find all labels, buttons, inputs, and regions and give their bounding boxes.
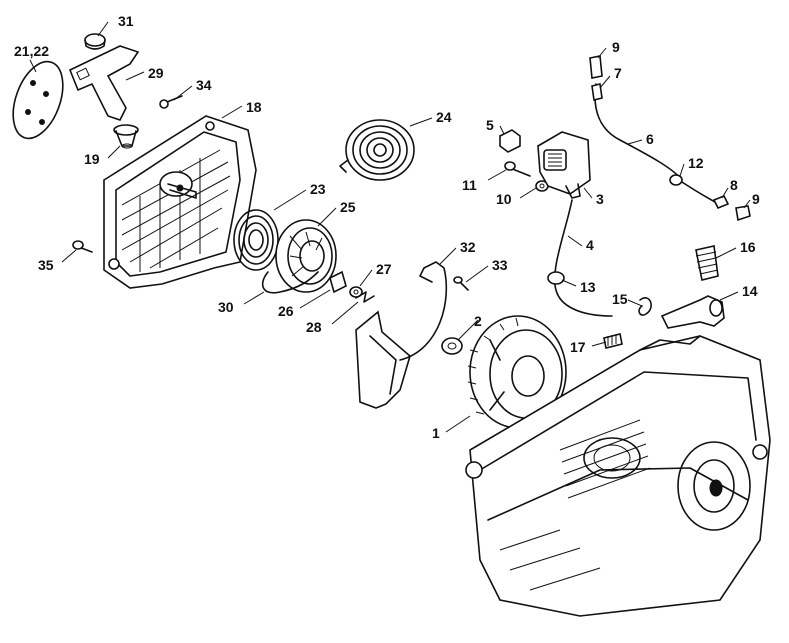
callout-17: 17 [570, 339, 586, 355]
callout-31: 31 [118, 13, 134, 29]
callout-11: 11 [462, 177, 477, 193]
callout-21-22: 21,22 [14, 43, 49, 59]
callout-26: 26 [278, 303, 294, 319]
callout-7: 7 [614, 65, 622, 81]
pawl-part [329, 270, 347, 294]
callout-15: 15 [612, 291, 628, 307]
spring-clip-part [355, 291, 375, 303]
spark-plug-boot-part [660, 295, 725, 329]
screw-33-part [453, 276, 469, 291]
flywheel-nut-part [441, 337, 463, 355]
callout-28: 28 [306, 319, 322, 335]
callout-24: 24 [436, 109, 452, 125]
screw-34-part [159, 95, 183, 109]
callout-19: 19 [84, 151, 100, 167]
screw-35-part [72, 240, 93, 253]
callout-1: 1 [432, 425, 440, 441]
callout-labels: 31 21,22 29 34 18 19 35 24 23 25 30 26 2… [14, 13, 760, 441]
callout-32: 32 [460, 239, 476, 255]
rewind-spring-23-part [233, 209, 279, 271]
callout-30: 30 [218, 299, 234, 315]
callout-12: 12 [688, 155, 704, 171]
rewind-spring-24-part [339, 119, 415, 181]
leader-lines [29, 21, 751, 433]
callout-6: 6 [646, 131, 654, 147]
washer-27-part [349, 286, 363, 298]
clip-5-part [499, 129, 521, 153]
long-cable-part [589, 55, 681, 179]
cover-disc-part [12, 60, 64, 140]
callout-25: 25 [340, 199, 356, 215]
callout-16: 16 [740, 239, 756, 255]
baffle-bracket-part [355, 310, 411, 409]
callout-9-top: 9 [612, 39, 620, 55]
short-ignition-lead-part [547, 199, 613, 317]
callout-14: 14 [742, 283, 758, 299]
spark-plug-spring-part [695, 245, 719, 281]
rope-rotor-part [275, 219, 337, 293]
flywheel-part [467, 315, 567, 429]
cable-junction-part [669, 174, 719, 205]
knob-part [84, 33, 106, 50]
callout-29: 29 [148, 65, 164, 81]
ignition-lead-part [399, 261, 448, 361]
callout-5: 5 [486, 117, 494, 133]
rope-bushing-part [113, 124, 139, 149]
callout-23: 23 [310, 181, 326, 197]
callout-33: 33 [492, 257, 508, 273]
connector-9-right-part [735, 205, 751, 222]
callout-9-right: 9 [752, 191, 760, 207]
terminal-8-part [712, 194, 730, 210]
starter-handle-part [68, 45, 140, 121]
terminal-17-part [603, 333, 623, 349]
callout-13: 13 [580, 279, 596, 295]
crankcase-part [465, 335, 771, 617]
callout-34: 34 [196, 77, 212, 93]
callout-10: 10 [496, 191, 512, 207]
callout-8: 8 [730, 177, 738, 193]
starter-rope-part [261, 271, 319, 294]
screw-11-part [504, 161, 531, 177]
callout-2: 2 [474, 313, 482, 329]
spring-15-part [638, 297, 652, 316]
fan-housing-part [103, 115, 257, 289]
callout-4: 4 [586, 237, 594, 253]
ignition-module-part [537, 131, 591, 199]
callout-35: 35 [38, 257, 54, 273]
callout-18: 18 [246, 99, 262, 115]
callout-3: 3 [596, 191, 604, 207]
callout-27: 27 [376, 261, 392, 277]
